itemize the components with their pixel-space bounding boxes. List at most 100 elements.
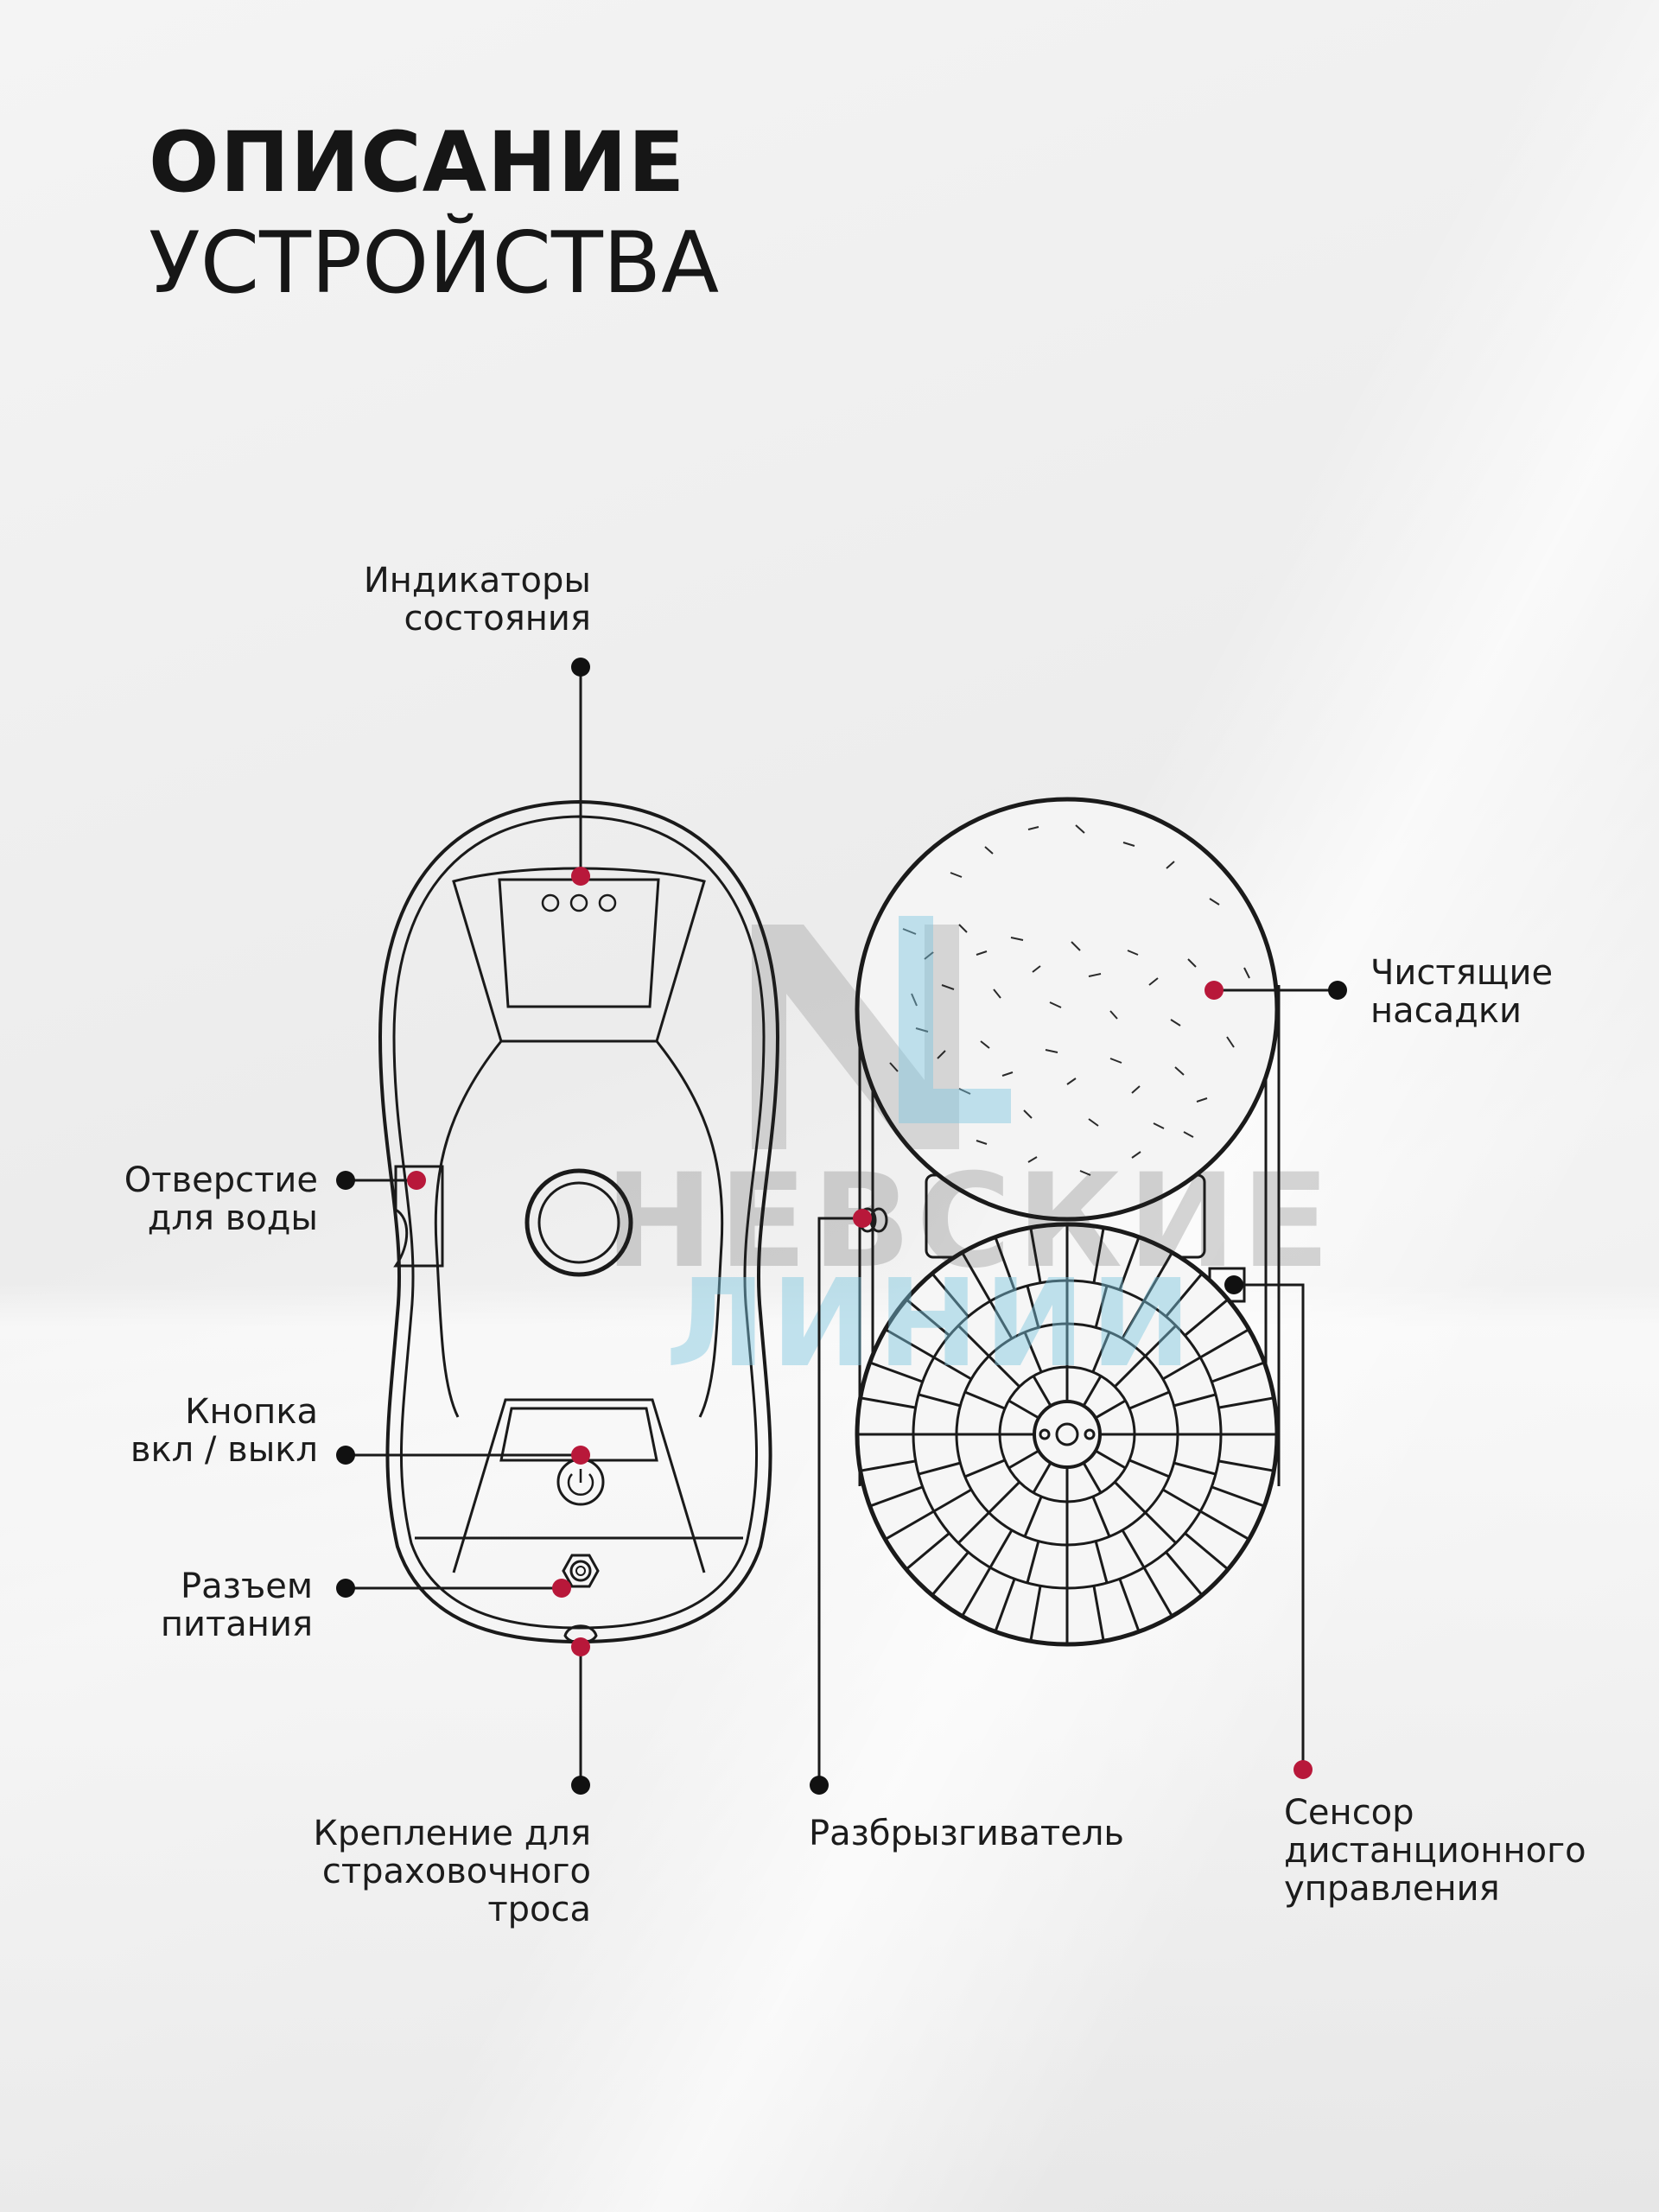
wheel-spoke	[1029, 1227, 1042, 1283]
robot-body-front	[378, 799, 780, 1644]
wheel-spoke	[1023, 1496, 1043, 1537]
label-power-connector: Разъем питания	[160, 1567, 313, 1644]
wheel-spoke	[988, 1529, 1014, 1568]
wheel-spoke	[1082, 1462, 1103, 1494]
wheel-spoke	[905, 1532, 950, 1571]
wheel-spoke	[1211, 1361, 1265, 1383]
wheel-spoke	[1142, 1251, 1173, 1302]
back-plate	[858, 985, 1281, 1486]
wheel-spoke	[918, 1461, 961, 1476]
wheel-spoke	[1023, 1332, 1043, 1373]
wheel-spoke	[918, 1393, 961, 1408]
wheel-spoke	[1165, 1551, 1204, 1597]
wheel-spoke	[957, 1511, 990, 1544]
center-button-outer	[524, 1168, 633, 1277]
page-title: ОПИСАНИЕ УСТРОЙСТВА	[149, 121, 719, 306]
wheel-spoke	[1184, 1298, 1230, 1337]
wheel-spokes	[857, 1224, 1277, 1644]
wheel-spoke	[1162, 1356, 1201, 1381]
watermark-text-1: НЕВСКИЕ	[605, 1147, 1335, 1297]
wheel-spoke	[1026, 1541, 1040, 1584]
wheel-spoke	[1211, 1485, 1265, 1508]
wheel-spoke	[1165, 1272, 1204, 1318]
top-panel-inner	[498, 878, 660, 1008]
wheel-spoke	[1121, 1300, 1146, 1339]
wheel-spoke	[1114, 1355, 1147, 1388]
wheel-spoke	[931, 1272, 969, 1318]
power-icon	[567, 1469, 594, 1497]
wheel-spoke	[964, 1390, 1006, 1410]
wheel-spoke	[1082, 1375, 1103, 1407]
power-connector-nut	[562, 1554, 600, 1588]
wheel-hub-inner	[1055, 1422, 1079, 1446]
wheel-spoke	[1007, 1399, 1039, 1420]
wheel-spoke	[869, 1361, 924, 1383]
label-water-hole: Отверстие для воды	[124, 1160, 318, 1238]
wheel-spoke	[994, 1236, 1016, 1291]
indicator-light-3	[598, 893, 617, 912]
center-button-inner	[537, 1181, 620, 1264]
wheel-spoke	[1199, 1328, 1250, 1359]
wheel-spoke	[1184, 1532, 1230, 1571]
label-remote-sensor: Сенсор дистанционного управления	[1284, 1793, 1586, 1909]
wheel-spoke	[931, 1551, 969, 1597]
wheel-spoke	[988, 1300, 1014, 1339]
wheel-spoke	[1118, 1236, 1141, 1291]
wheel-spoke	[884, 1328, 935, 1359]
watermark-logo	[752, 925, 959, 1149]
wheel-spoke	[1144, 1511, 1177, 1544]
wheel-spoke	[1218, 1459, 1274, 1472]
robot-body-back	[855, 797, 1281, 1647]
wheel-spoke	[988, 1481, 1020, 1514]
bottom-panel-inner	[499, 1407, 658, 1462]
wheel-spoke	[1121, 1529, 1146, 1568]
label-sprayer: Разбрызгиватель	[809, 1814, 1124, 1853]
wheel-spoke	[1092, 1586, 1105, 1642]
wheel-spoke	[860, 1459, 916, 1472]
wheel-spoke	[869, 1485, 924, 1508]
wheel-spoke	[1118, 1578, 1141, 1632]
wheel-spoke	[1007, 1449, 1039, 1470]
wheel-spoke	[1142, 1567, 1173, 1618]
wheel-spoke	[1091, 1496, 1111, 1537]
wheel-spoke	[1128, 1459, 1170, 1478]
watermark: НЕВСКИЕ ЛИНИИ	[605, 916, 1335, 1395]
label-indicators: Индикаторы состояния	[363, 561, 591, 639]
title-line-2: УСТРОЙСТВА	[149, 214, 720, 313]
wheel-spoke	[964, 1459, 1006, 1478]
wheel-spoke	[994, 1578, 1016, 1632]
label-safety-rope-mount: Крепление для страховочного троса	[313, 1814, 591, 1929]
wheel-spoke	[1091, 1332, 1111, 1373]
wheel-spoke	[1026, 1285, 1040, 1328]
wheel-spoke	[1095, 1449, 1127, 1470]
wheel-spoke	[1128, 1390, 1170, 1410]
wheel-spoke	[1199, 1510, 1250, 1541]
wheel-spoke	[988, 1355, 1020, 1388]
bottom-panel-outer	[452, 1398, 706, 1573]
watermark-text-2: ЛИНИИ	[665, 1254, 1197, 1395]
right-side-curve	[655, 1040, 724, 1418]
wheel-spoke	[1173, 1461, 1217, 1476]
wheel-spoke	[1032, 1375, 1052, 1407]
wheel-spoke	[933, 1356, 972, 1381]
wheel-spoke	[905, 1298, 950, 1337]
wheel-spoke	[1162, 1488, 1201, 1513]
wheel-spoke	[1218, 1396, 1274, 1409]
left-side-curve	[434, 1040, 503, 1418]
wheel-spoke	[1032, 1462, 1052, 1494]
wheel-spoke	[884, 1510, 935, 1541]
wheel-spoke	[1094, 1541, 1109, 1584]
wheel-spoke	[1173, 1393, 1217, 1408]
cleaning-pad-top	[855, 797, 1280, 1222]
wheel-spoke	[933, 1488, 972, 1513]
indicator-light-1	[541, 893, 560, 912]
pad-texture	[889, 824, 1250, 1176]
wheel-spoke	[1092, 1227, 1105, 1283]
wheel-spoke	[1095, 1399, 1127, 1420]
water-hole-shape	[393, 1165, 444, 1268]
wheel-spoke	[961, 1251, 992, 1302]
title-line-1: ОПИСАНИЕ	[149, 114, 686, 211]
robot-inner-shell	[392, 815, 766, 1630]
top-panel-outer	[452, 867, 706, 1043]
wheel-spoke	[961, 1567, 992, 1618]
